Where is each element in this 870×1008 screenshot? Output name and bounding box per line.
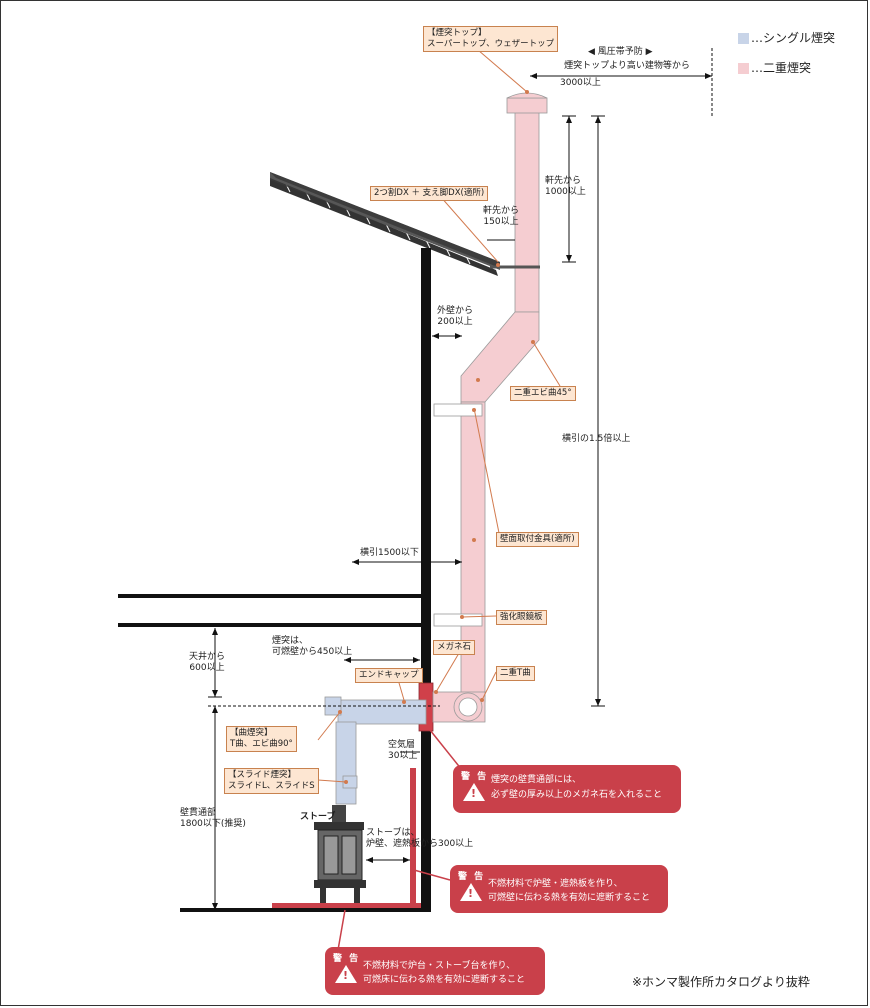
above-building-value: 3000以上 bbox=[560, 78, 601, 88]
legend-single-swatch bbox=[738, 33, 749, 44]
source-note: ※ホンマ製作所カタログより抜粋 bbox=[632, 975, 810, 989]
outer-wall-a: 外壁から bbox=[436, 306, 473, 316]
horizontal-limit-label: 横引1500以下 bbox=[360, 548, 419, 558]
warning-heat-shield: 警 告 ! 不燃材料で炉壁・遮熱板を作り、 可燃壁に伝わる熱を有効に遮断すること bbox=[450, 865, 668, 913]
above-building-line1: 煙突トップより高い建物等から bbox=[564, 61, 690, 71]
ceiling-distance: 天井から 600以上 bbox=[184, 652, 230, 674]
bend-title: 【曲煙突】 bbox=[230, 728, 273, 738]
warning-line1: 煙突の壁貫通部には、 bbox=[491, 775, 582, 785]
outer-wall-b: 200以上 bbox=[437, 317, 473, 327]
single-chimney bbox=[324, 696, 427, 805]
warning-pointers bbox=[337, 729, 463, 951]
air-gap-a: 空気層 bbox=[388, 740, 416, 750]
wall-pass-b: 1800以下(推奨) bbox=[180, 819, 246, 829]
stove bbox=[314, 805, 366, 903]
combustible-wall-distance: 煙突は、 可燃壁から450以上 bbox=[272, 636, 352, 658]
outer-wall-distance: 外壁から 200以上 bbox=[432, 306, 478, 328]
slide-items: スライドL、スライドS bbox=[228, 781, 315, 791]
warning-title: 警 告 bbox=[333, 954, 361, 964]
stove-label: ストーブ bbox=[300, 812, 336, 822]
combustible-a: 煙突は、 bbox=[272, 636, 309, 646]
stove-distance: ストーブは、 炉壁、遮熱板から300以上 bbox=[366, 828, 473, 850]
exterior-wall bbox=[421, 248, 431, 912]
chimney-top-callout: 【煙突トップ】 スーパートップ、ウェザートップ bbox=[423, 26, 559, 52]
ceiling-b: 600以上 bbox=[189, 663, 225, 673]
horizontal-ratio-label: 横引の1.5倍以上 bbox=[562, 434, 631, 444]
bend-items: T曲、エビ曲90° bbox=[230, 739, 293, 749]
from-eave-150: 軒先から 150以上 bbox=[478, 206, 524, 228]
megane-stone-callout: メガネ石 bbox=[433, 640, 476, 655]
from-eave-1000-b: 1000以上 bbox=[545, 187, 586, 197]
chimney-top-items: スーパートップ、ウェザートップ bbox=[427, 39, 555, 49]
warning-line2: 必ず壁の厚み以上のメガネ石を入れること bbox=[491, 790, 663, 800]
warning-line1: 不燃材料で炉壁・遮熱板を作り、 bbox=[488, 879, 623, 889]
warning-title: 警 告 bbox=[461, 772, 489, 782]
air-gap-distance: 空気層 30以上 bbox=[388, 740, 417, 762]
slide-chimney-callout: 【スライド煙突】 スライドL、スライドS bbox=[224, 768, 319, 794]
warning-icon bbox=[463, 783, 485, 801]
ceiling-a: 天井から bbox=[188, 652, 225, 662]
warning-hearth: 警 告 ! 不燃材料で炉台・ストーブ台を作り、 可燃床に伝わる熱を有効に遮断する… bbox=[325, 947, 545, 995]
hearth-plate bbox=[272, 903, 421, 908]
warning-megane-stone: 警 告 ! 煙突の壁貫通部には、 必ず壁の厚み以上のメガネ石を入れること bbox=[453, 765, 681, 813]
above-building-label: 煙突トップより高い建物等から bbox=[542, 61, 712, 72]
stove-dist-a: ストーブは、 bbox=[366, 828, 420, 838]
wind-zone-label: ◀ 風圧帯予防 ▶ bbox=[588, 47, 653, 57]
leader-dots bbox=[338, 90, 535, 784]
heat-shield bbox=[410, 768, 416, 908]
bend-chimney-callout: 【曲煙突】 T曲、エビ曲90° bbox=[226, 726, 297, 752]
from-eave-1000: 軒先から 1000以上 bbox=[545, 176, 586, 198]
warning-icon bbox=[460, 883, 482, 901]
combustible-b: 可燃壁から450以上 bbox=[272, 647, 353, 657]
arrowheads bbox=[212, 73, 712, 910]
double-t-callout: 二重T曲 bbox=[496, 666, 535, 681]
air-gap-b: 30以上 bbox=[388, 751, 418, 761]
warning-line2: 可燃床に伝わる熱を有効に遮断すること bbox=[363, 975, 526, 985]
end-cap-callout: エンドキャップ bbox=[355, 668, 423, 683]
legend-double-swatch bbox=[738, 63, 749, 74]
from-eave-150-b: 150以上 bbox=[483, 217, 519, 227]
legend-double-label: …二重煙突 bbox=[751, 61, 812, 75]
floor bbox=[180, 908, 421, 912]
warning-icon bbox=[335, 965, 357, 983]
wall-pass-a: 壁貫通部 bbox=[180, 808, 217, 818]
ceiling bbox=[118, 594, 421, 627]
slide-title: 【スライド煙突】 bbox=[228, 770, 297, 780]
from-eave-150-a: 軒先から bbox=[482, 206, 519, 216]
wall-pass-distance: 壁貫通部 1800以下(推奨) bbox=[180, 808, 246, 830]
warning-title: 警 告 bbox=[458, 872, 486, 882]
ebi45-callout: 二重エビ曲45° bbox=[510, 386, 576, 401]
split-dx-callout: 2つ割DX ＋ 支え脚DX(適所) bbox=[370, 186, 489, 201]
stove-dist-b: 炉壁、遮熱板から300以上 bbox=[366, 839, 474, 849]
warning-line2: 可燃壁に伝わる熱を有効に遮断すること bbox=[488, 893, 651, 903]
wall-bracket-callout: 壁面取付金具(適所) bbox=[496, 532, 579, 547]
roof bbox=[270, 172, 500, 276]
chimney-top-title: 【煙突トップ】 bbox=[427, 28, 487, 38]
leader-lines bbox=[317, 49, 561, 783]
warning-line1: 不燃材料で炉台・ストーブ台を作り、 bbox=[363, 961, 516, 971]
from-eave-1000-a: 軒先から bbox=[545, 176, 582, 186]
reinforced-plate-callout: 強化眼鏡板 bbox=[496, 610, 547, 625]
legend-single-label: …シングル煙突 bbox=[751, 31, 836, 45]
